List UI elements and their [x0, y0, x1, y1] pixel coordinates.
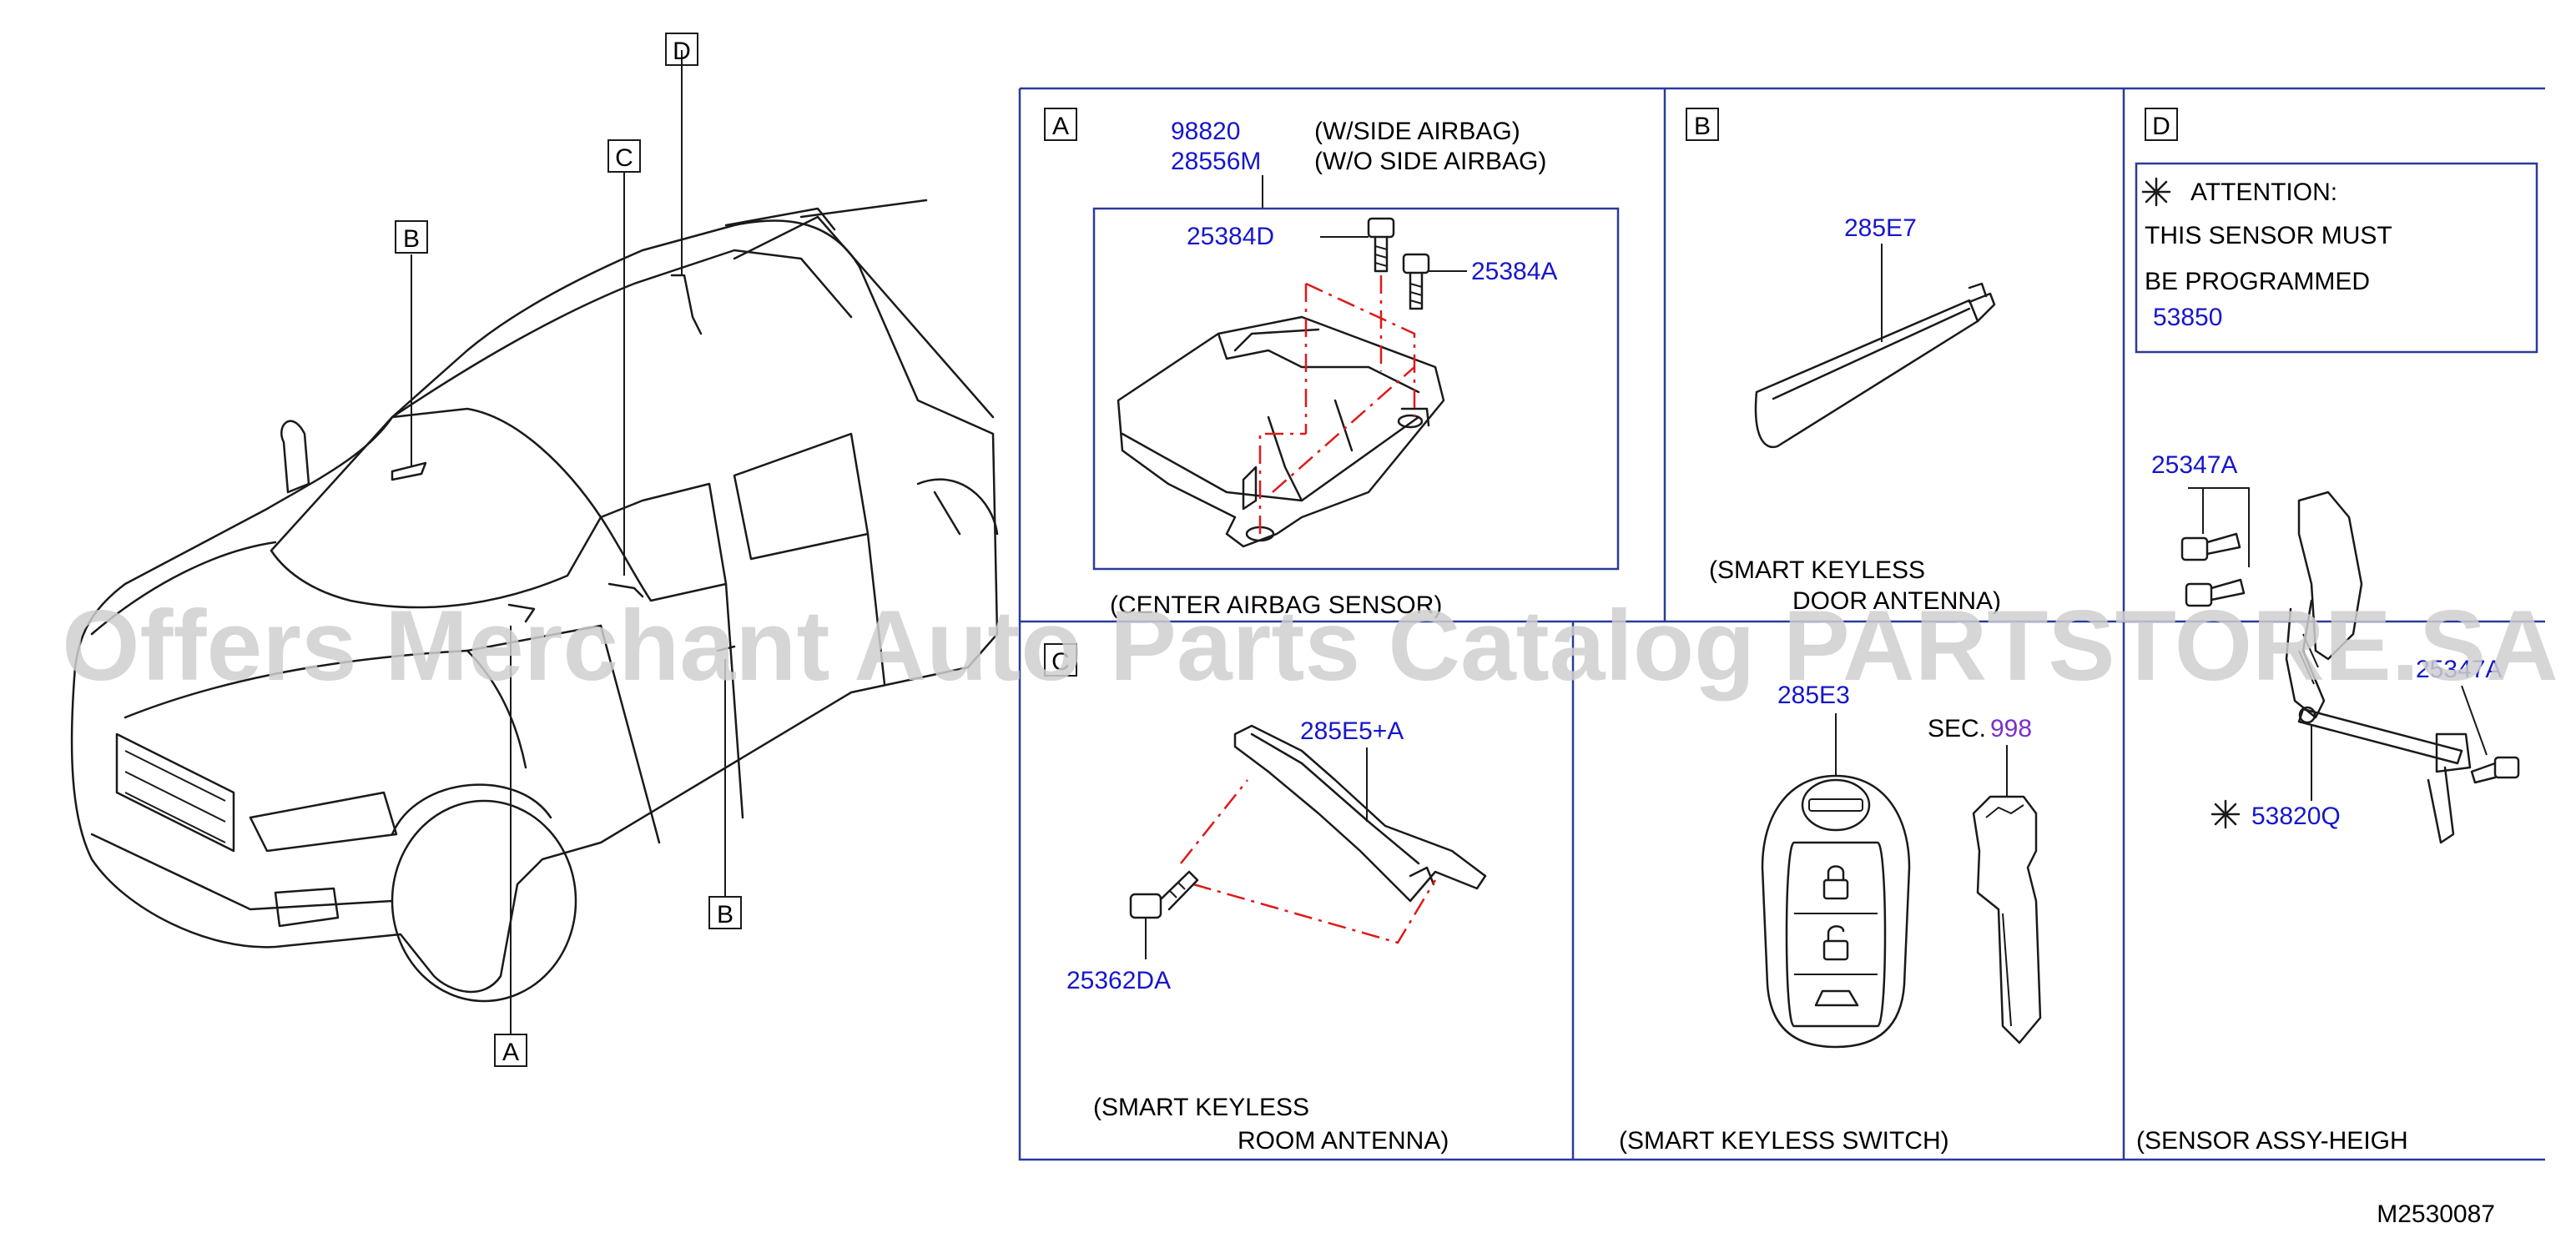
part-285e7: 285E7	[1844, 214, 1917, 242]
panel-d: D ATTENTION: THIS SENSOR MUST BE PROGRAM…	[2135, 108, 2538, 1155]
bolt-25347a-upper: 25347A	[2151, 451, 2237, 479]
height-sensor-assy	[2285, 491, 2472, 844]
part-285e3: 285E3	[1777, 682, 1850, 709]
smart-key-fob	[1761, 774, 1911, 1049]
vehicle-overview	[70, 199, 999, 1003]
room-antenna-bracket	[1233, 724, 1487, 903]
bolt-icon	[2470, 756, 2520, 784]
overview-leaders	[411, 50, 726, 1034]
lock-icon	[1822, 865, 1849, 900]
sec-label: SEC.	[1928, 715, 1986, 742]
panel-b: B 285E7 (SMART KEYLESS DOOR ANTENNA)	[1686, 108, 2001, 615]
bolt-25347a-lower: 25347A	[2416, 656, 2502, 683]
bolt-icon	[1129, 870, 1199, 919]
callout-c: C	[615, 144, 633, 172]
caption-room-antenna-2: ROOM ANTENNA)	[1238, 1127, 1449, 1155]
caption-smart-keyless-switch: (SMART KEYLESS SWITCH)	[1619, 1127, 1949, 1155]
door-antenna	[1754, 282, 1996, 449]
attention-line-1: THIS SENSOR MUST	[2145, 222, 2392, 249]
callout-a: A	[502, 1039, 519, 1066]
bolt-25384d: 25384D	[1187, 223, 1274, 250]
bolt-icon	[2180, 532, 2241, 561]
emergency-key	[1972, 795, 2042, 1044]
attention-line-2: BE PROGRAMMED	[2145, 268, 2370, 295]
part-98820: 98820	[1171, 118, 1240, 145]
attention-title: ATTENTION:	[2190, 179, 2337, 206]
caption-center-airbag-sensor: (CENTER AIRBAG SENSOR)	[1110, 591, 1442, 619]
callout-d: D	[673, 38, 691, 65]
panel-a-letter: A	[1052, 113, 1069, 140]
caption-door-antenna-1: (SMART KEYLESS	[1709, 556, 1925, 584]
part-28556m: 28556M	[1171, 148, 1261, 175]
bolt-icon	[1402, 253, 1430, 310]
callout-b-lower: B	[717, 901, 733, 929]
panel-d-letter: D	[2152, 113, 2170, 140]
diagram-code: M2530087	[2377, 1200, 2495, 1228]
unlock-icon	[1822, 925, 1849, 961]
sec-998: 998	[1990, 715, 2032, 742]
bolt-icon	[1367, 217, 1395, 273]
caption-door-antenna-2: DOOR ANTENNA)	[1792, 587, 2001, 615]
trunk-icon	[1814, 989, 1859, 1007]
part-285e5a: 285E5+A	[1300, 717, 1404, 745]
bolt-25362da: 25362DA	[1066, 967, 1171, 994]
attention-mark-icon	[2141, 177, 2171, 207]
callout-b-upper: B	[403, 225, 420, 253]
panel-c: C 285E5+A 25362DA (SMART KEYLESS ROOM AN…	[1044, 643, 1487, 1155]
panel-c-letter: C	[1051, 648, 1070, 676]
overview-callouts: B C D A B	[395, 33, 742, 1067]
airbag-sensor-unit	[1117, 315, 1445, 548]
part-53850: 53850	[2153, 304, 2222, 331]
sensor-53820q: 53820Q	[2251, 803, 2341, 830]
panel-frame	[1018, 87, 2545, 1161]
caption-room-antenna-1: (SMART KEYLESS	[1093, 1094, 1309, 1121]
watermark: Offers Merchant Auto Parts Catalog PARTS…	[62, 590, 2558, 702]
note-wo-side-airbag: (W/O SIDE AIRBAG)	[1314, 148, 1546, 175]
bolt-icon	[2185, 578, 2246, 607]
panel-switch: 285E3 SEC. 998	[1619, 682, 2042, 1155]
panel-a: A 98820 (W/SIDE AIRBAG) 28556M (W/O SIDE…	[1044, 108, 1620, 619]
panel-b-letter: B	[1694, 113, 1711, 140]
bolt-25384a: 25384A	[1471, 258, 1557, 285]
caption-sensor-assy: (SENSOR ASSY-HEIGH	[2136, 1127, 2408, 1155]
note-w-side-airbag: (W/SIDE AIRBAG)	[1314, 118, 1520, 145]
attention-mark-icon	[2211, 799, 2241, 829]
